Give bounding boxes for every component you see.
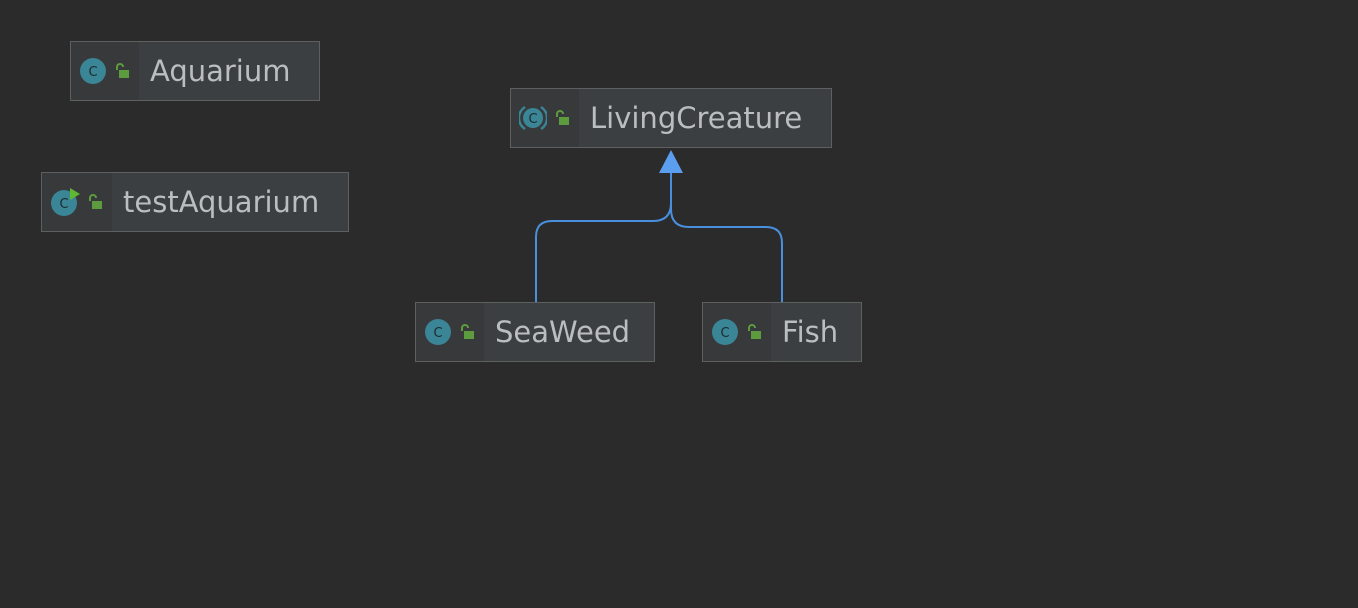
class-icon: C — [79, 57, 107, 85]
runnable-class-icon: C — [50, 187, 80, 217]
class-name: LivingCreature — [590, 101, 803, 135]
class-name: SeaWeed — [495, 315, 631, 349]
class-node-livingcreature[interactable]: C LivingCreature — [510, 88, 832, 148]
class-node-fish[interactable]: C Fish — [702, 302, 862, 362]
edge-fish-to-livingcreature — [670, 172, 783, 302]
open-lock-icon — [553, 109, 571, 127]
class-icon: C — [711, 318, 739, 346]
svg-text:C: C — [720, 326, 729, 341]
open-lock-icon — [458, 323, 476, 341]
node-icon-group: C — [416, 303, 484, 361]
open-lock-icon — [113, 62, 131, 80]
open-lock-icon — [745, 323, 763, 341]
svg-text:C: C — [59, 197, 68, 212]
class-icon: C — [424, 318, 452, 346]
class-name: testAquarium — [123, 185, 320, 219]
svg-text:C: C — [528, 112, 537, 127]
node-icon-group: C — [42, 173, 112, 231]
class-name: Fish — [782, 315, 839, 349]
class-node-aquarium[interactable]: C Aquarium — [70, 41, 320, 101]
node-icon-group: C — [703, 303, 771, 361]
edge-seaweed-to-livingcreature — [535, 172, 672, 302]
node-icon-group: C — [511, 89, 579, 147]
svg-text:C: C — [433, 326, 442, 341]
svg-text:C: C — [88, 65, 97, 80]
inheritance-arrowhead — [659, 150, 683, 173]
class-node-seaweed[interactable]: C SeaWeed — [415, 302, 655, 362]
class-node-testaquarium[interactable]: C testAquarium — [41, 172, 349, 232]
open-lock-icon — [86, 193, 104, 211]
class-name: Aquarium — [150, 54, 291, 88]
abstract-class-icon: C — [519, 104, 547, 132]
node-icon-group: C — [71, 42, 139, 100]
